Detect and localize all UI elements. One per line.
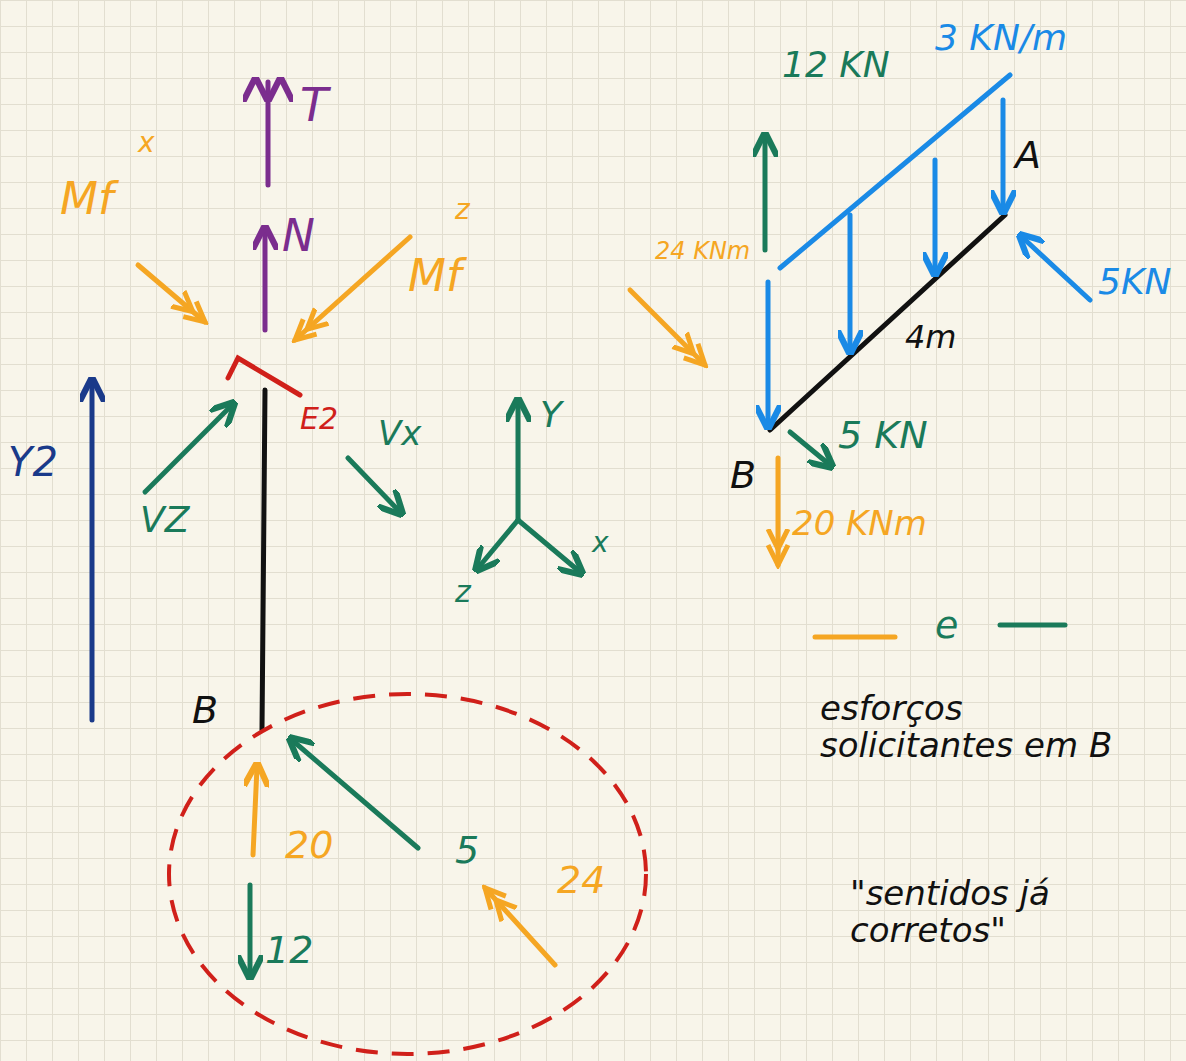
force-label: 5 KN	[838, 415, 928, 457]
force-label: Y	[540, 395, 562, 435]
force-label: x	[592, 528, 609, 559]
force-label: z	[455, 195, 470, 226]
force-label: Vx	[378, 415, 421, 452]
force-label: Mf	[408, 252, 461, 300]
force-label: e	[935, 605, 958, 647]
force-label: Mf	[60, 175, 113, 223]
dashed-circle: 20 5 12 24	[165, 690, 650, 1058]
force-label: B	[730, 455, 756, 497]
force-label: A	[1015, 135, 1041, 177]
callout-number: 5	[455, 830, 479, 872]
force-label: "sentidos já corretos"	[850, 875, 1150, 950]
force-label: 20 KNm	[792, 505, 927, 542]
force-label: Y2	[8, 440, 58, 484]
callout-number: 12	[265, 930, 313, 972]
callout-number: 20	[285, 825, 333, 867]
force-label: x	[138, 128, 155, 159]
callout-number: 24	[557, 860, 605, 902]
force-label: E2	[300, 402, 338, 435]
force-label: 24 KNm	[655, 238, 750, 264]
force-label: VZ	[140, 500, 189, 540]
force-label: 4m	[905, 320, 957, 355]
force-label: esforços solicitantes em B	[820, 690, 1160, 765]
force-label: 3 KN/m	[935, 18, 1067, 58]
force-label: z	[455, 575, 471, 608]
force-label: N	[282, 212, 315, 260]
force-label: B	[192, 690, 218, 732]
force-label: 5KN	[1098, 262, 1171, 302]
force-label: 12 KN	[782, 45, 890, 85]
force-label: T	[300, 80, 328, 131]
